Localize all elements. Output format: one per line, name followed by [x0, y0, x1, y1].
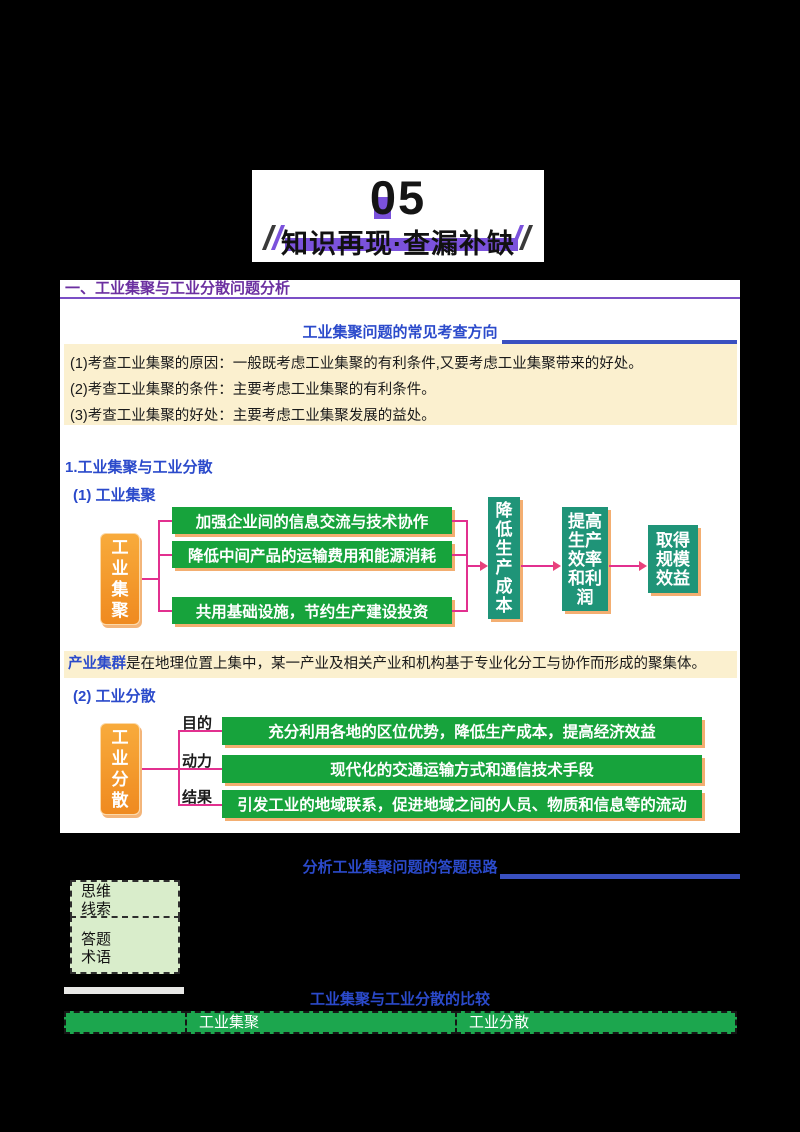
diagram-source-label: 工业分散 [111, 728, 129, 810]
lesson-number-text: 05 [369, 171, 427, 224]
heading-underline-bar [502, 340, 737, 345]
chain-label: 降低生产成本 [495, 501, 513, 615]
thinking-clue-box: 思维 线索 [70, 880, 180, 918]
subheading-1: 1.工业集聚与工业分散 [65, 459, 213, 476]
connector-line [142, 768, 178, 770]
arrow-icon [639, 561, 647, 571]
white-strip-artifact [64, 987, 184, 994]
connector-line [452, 554, 466, 556]
cluster-term: 产业集群 [68, 656, 126, 672]
diagram-source-label: 工业集聚 [111, 538, 129, 620]
answer-terms-line: 术语 [81, 949, 112, 966]
chain-box: 降低生产成本 [488, 497, 520, 619]
main-content: 一、工业集聚与工业分散问题分析 工业集聚问题的常见考查方向 (1)考查工业集聚的… [60, 280, 740, 833]
subheading-agglomeration: (1) 工业集聚 [73, 487, 156, 504]
connector-line [160, 610, 172, 612]
purple-square-decoration [374, 197, 391, 219]
connector-line [609, 565, 640, 567]
title-underline-bar [285, 238, 518, 251]
title-card: 05 知识再现·查漏补缺 [252, 170, 544, 262]
page-title: 知识再现·查漏补缺 [281, 229, 515, 259]
thinking-clue-line: 思维 [81, 883, 112, 900]
exam-point: (1)考查工业集聚的原因：一般既考虑工业集聚的有利条件,又要考虑工业集聚带来的好… [70, 356, 643, 372]
branch-label: 目的 [182, 715, 213, 732]
thinking-clue-line: 线索 [81, 901, 112, 918]
heading-underline-bar [500, 874, 740, 879]
connector-line [142, 578, 158, 580]
branch-label: 动力 [182, 753, 213, 770]
diagram-source-box: 工业分散 [100, 723, 140, 815]
connector-line [180, 768, 222, 770]
connector-line [160, 554, 172, 556]
exam-point: (3)考查工业集聚的好处：主要考虑工业集聚发展的益处。 [70, 408, 436, 424]
exam-points-box: (1)考查工业集聚的原因：一般既考虑工业集聚的有利条件,又要考虑工业集聚带来的好… [64, 344, 737, 425]
chain-box: 提高生产效率和利润 [562, 507, 608, 611]
branch-box: 共用基础设施，节约生产建设投资 [172, 597, 452, 624]
connector-line [180, 730, 222, 732]
comparison-table-header-row: 工业集聚 工业分散 [64, 1011, 739, 1034]
subheading-dispersion: (2) 工业分散 [73, 688, 156, 705]
arrow-icon [553, 561, 561, 571]
dispersion-box: 引发工业的地域联系，促进地域之间的人员、物质和信息等的流动 [222, 790, 702, 818]
connector-line [452, 610, 466, 612]
table-header-cell: 工业分散 [455, 1011, 737, 1034]
connector-line [466, 520, 468, 612]
dispersion-diagram: 工业分散 目的 动力 结果 充分利用各地的区位优势，降低生产成本，提高经济效益 … [60, 705, 740, 833]
lesson-number: 05 [252, 172, 544, 224]
chain-label: 取得规模效益 [656, 530, 690, 588]
arrow-icon [480, 561, 488, 571]
comparison-heading: 工业集聚与工业分散的比较 [309, 991, 490, 1008]
exam-direction-heading: 工业集聚问题的常见考查方向 [302, 324, 498, 341]
connector-line [468, 565, 482, 567]
agglomeration-diagram: 工业集聚 加强企业间的信息交流与技术协作 降低中间产品的运输费用和能源消耗 共用… [60, 497, 740, 650]
connector-line [521, 565, 554, 567]
section-heading: 一、工业集聚与工业分散问题分析 [60, 280, 740, 299]
connector-line [160, 520, 172, 522]
answer-terms-line: 答题 [81, 931, 112, 948]
table-header-cell [64, 1011, 187, 1034]
table-header-cell: 工业集聚 [185, 1011, 457, 1034]
answer-terms-box: 答题 术语 [70, 916, 180, 974]
dispersion-box: 现代化的交通运输方式和通信技术手段 [222, 755, 702, 783]
diagram-source-box: 工业集聚 [100, 533, 140, 625]
branch-box: 加强企业间的信息交流与技术协作 [172, 507, 452, 534]
branch-box: 降低中间产品的运输费用和能源消耗 [172, 541, 452, 568]
branch-label: 结果 [182, 789, 213, 806]
cluster-text: 是在地理位置上集中，某一产业及相关产业和机构基于专业化分工与协作而形成的聚集体。 [126, 656, 706, 672]
cluster-definition: 产业集群是在地理位置上集中，某一产业及相关产业和机构基于专业化分工与协作而形成的… [64, 651, 737, 678]
connector-line [180, 804, 222, 806]
answer-approach-heading: 分析工业集聚问题的答题思路 [302, 859, 498, 876]
chain-label: 提高生产效率和利润 [568, 511, 602, 607]
connector-line [178, 730, 180, 806]
chain-box: 取得规模效益 [648, 525, 698, 593]
connector-line [158, 520, 160, 612]
exam-point: (2)考查工业集聚的条件：主要考虑工业集聚的有利条件。 [70, 382, 436, 398]
dispersion-box: 充分利用各地的区位优势，降低生产成本，提高经济效益 [222, 717, 702, 745]
connector-line [452, 520, 466, 522]
